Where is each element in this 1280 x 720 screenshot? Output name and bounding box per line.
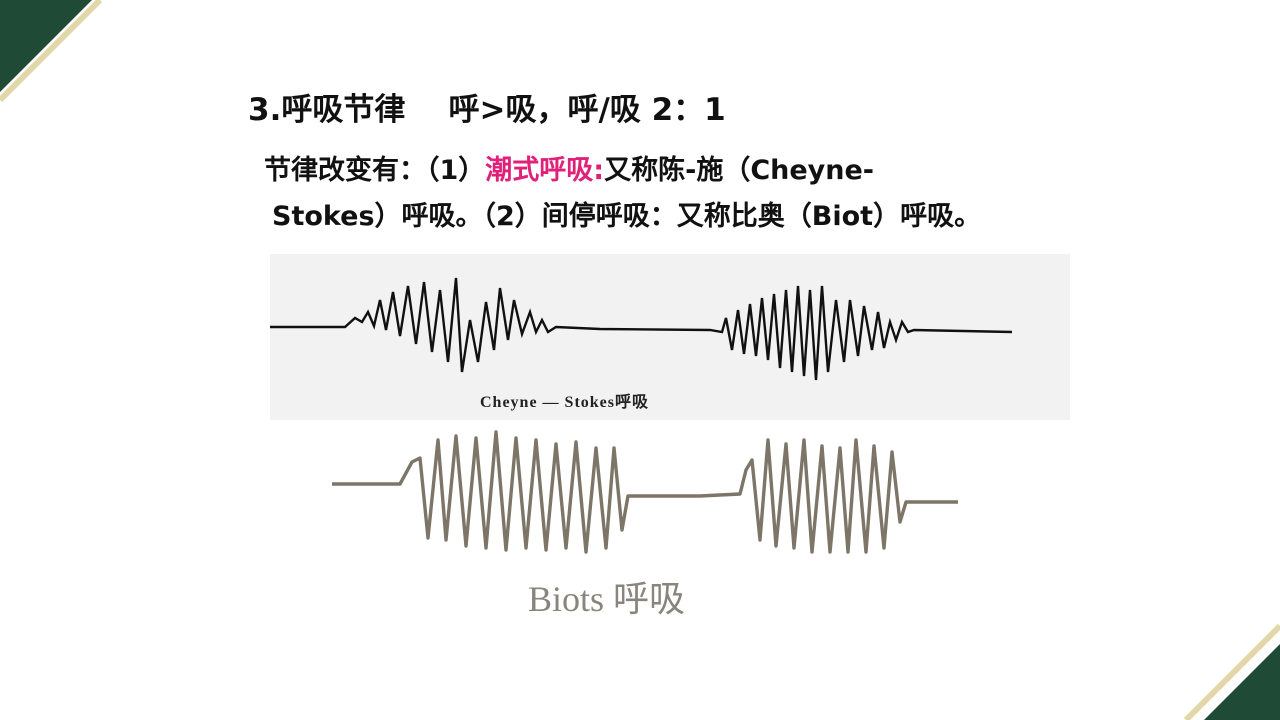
biots-waveform xyxy=(332,430,958,554)
slide-title: 3.呼吸节律 呼>吸，呼/吸 2：1 xyxy=(248,92,726,128)
cheyne-stokes-figure-panel xyxy=(270,254,1070,420)
text-line2: Stokes）呼吸。（2）间停呼吸：又称比奥（Biot）呼吸。 xyxy=(272,201,982,232)
body-text: 节律改变有：（1）潮式呼吸:又称陈-施（Cheyne- Stokes）呼吸。（2… xyxy=(264,148,1124,240)
text-highlight-term: 潮式呼吸: xyxy=(485,155,605,186)
biots-caption: Biots 呼吸 xyxy=(528,579,686,619)
top-left-corner-decoration xyxy=(0,0,103,103)
cheyne-stokes-caption: Cheyne — Stokes呼吸 xyxy=(480,394,650,411)
text-line1-prefix: 节律改变有：（1） xyxy=(264,155,486,186)
bottom-right-corner-decoration xyxy=(1183,623,1280,720)
cheyne-stokes-waveform xyxy=(270,277,1013,381)
text-line1-suffix: 又称陈-施（Cheyne- xyxy=(604,155,875,186)
